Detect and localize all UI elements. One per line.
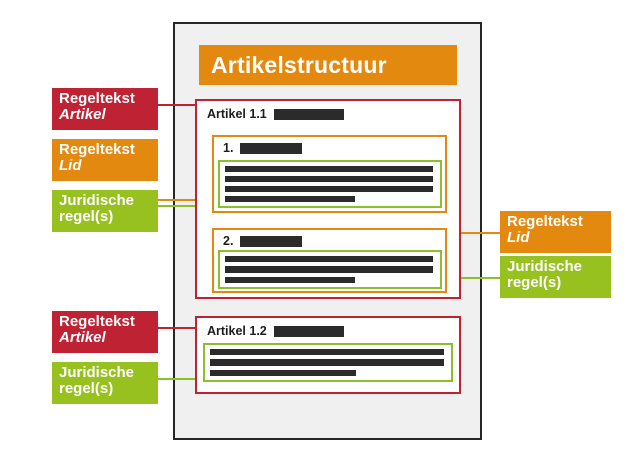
rule-line (225, 176, 433, 182)
article-title-1-text: Artikel 1.1 (207, 107, 267, 121)
document-header: Artikelstructuur (199, 45, 457, 85)
label-line-2: Artikel (59, 328, 106, 346)
label-line-1: Juridische (59, 364, 135, 381)
label-left-artikel-1: Regeltekst Artikel (52, 88, 158, 130)
rule-line (210, 349, 444, 356)
connector-right-lid-2 (445, 232, 502, 234)
label-line-2: regel(s) (59, 207, 114, 225)
rule-line (225, 196, 356, 202)
label-right-rules-3: Juridische regel(s) (500, 256, 611, 298)
label-left-rules-1: Juridische regel(s) (52, 190, 158, 232)
rule-line (225, 256, 433, 263)
connector-left-artikel-2 (155, 327, 197, 329)
connector-left-rules-1 (155, 205, 220, 207)
lid-number-2: 2. (223, 234, 303, 248)
rule-line (225, 276, 356, 283)
label-left-rules-2: Juridische regel(s) (52, 362, 158, 404)
redaction-bar (273, 325, 344, 337)
redaction-bar (273, 108, 344, 120)
label-line-2: Lid (507, 228, 530, 246)
redaction-bar (240, 235, 303, 247)
lid-number-2-text: 2. (223, 234, 234, 248)
label-left-artikel-2: Regeltekst Artikel (52, 311, 158, 353)
label-line-1: Regeltekst (507, 213, 583, 230)
label-right-lid-2: Regeltekst Lid (500, 211, 611, 253)
rule-line (225, 166, 433, 172)
rule-line (225, 186, 433, 192)
label-line-2: regel(s) (59, 379, 114, 397)
lid-number-1: 1. (223, 141, 303, 155)
label-line-2: Artikel (59, 105, 106, 123)
connector-left-artikel-1 (155, 104, 197, 106)
rules-box-2 (218, 250, 442, 289)
label-line-1: Juridische (59, 192, 135, 209)
rule-line (210, 359, 444, 366)
label-line-2: Lid (59, 156, 82, 174)
lid-number-1-text: 1. (223, 141, 234, 155)
rules-box-3 (203, 343, 453, 382)
rule-line (225, 266, 433, 273)
label-line-1: Regeltekst (59, 141, 135, 158)
connector-right-rules-3 (440, 277, 502, 279)
label-line-1: Juridische (507, 258, 583, 275)
label-line-1: Regeltekst (59, 90, 135, 107)
rule-line (210, 369, 357, 376)
label-line-1: Regeltekst (59, 313, 135, 330)
connector-left-rules-2 (155, 378, 205, 380)
document-header-title: Artikelstructuur (211, 51, 387, 78)
label-left-lid-1: Regeltekst Lid (52, 139, 158, 181)
rules-box-1 (218, 160, 442, 208)
label-line-2: regel(s) (507, 273, 562, 291)
article-title-1: Artikel 1.1 (207, 107, 344, 121)
connector-left-lid-1 (155, 199, 214, 201)
article-title-2-text: Artikel 1.2 (207, 324, 267, 338)
article-title-2: Artikel 1.2 (207, 324, 344, 338)
redaction-bar (240, 142, 303, 154)
